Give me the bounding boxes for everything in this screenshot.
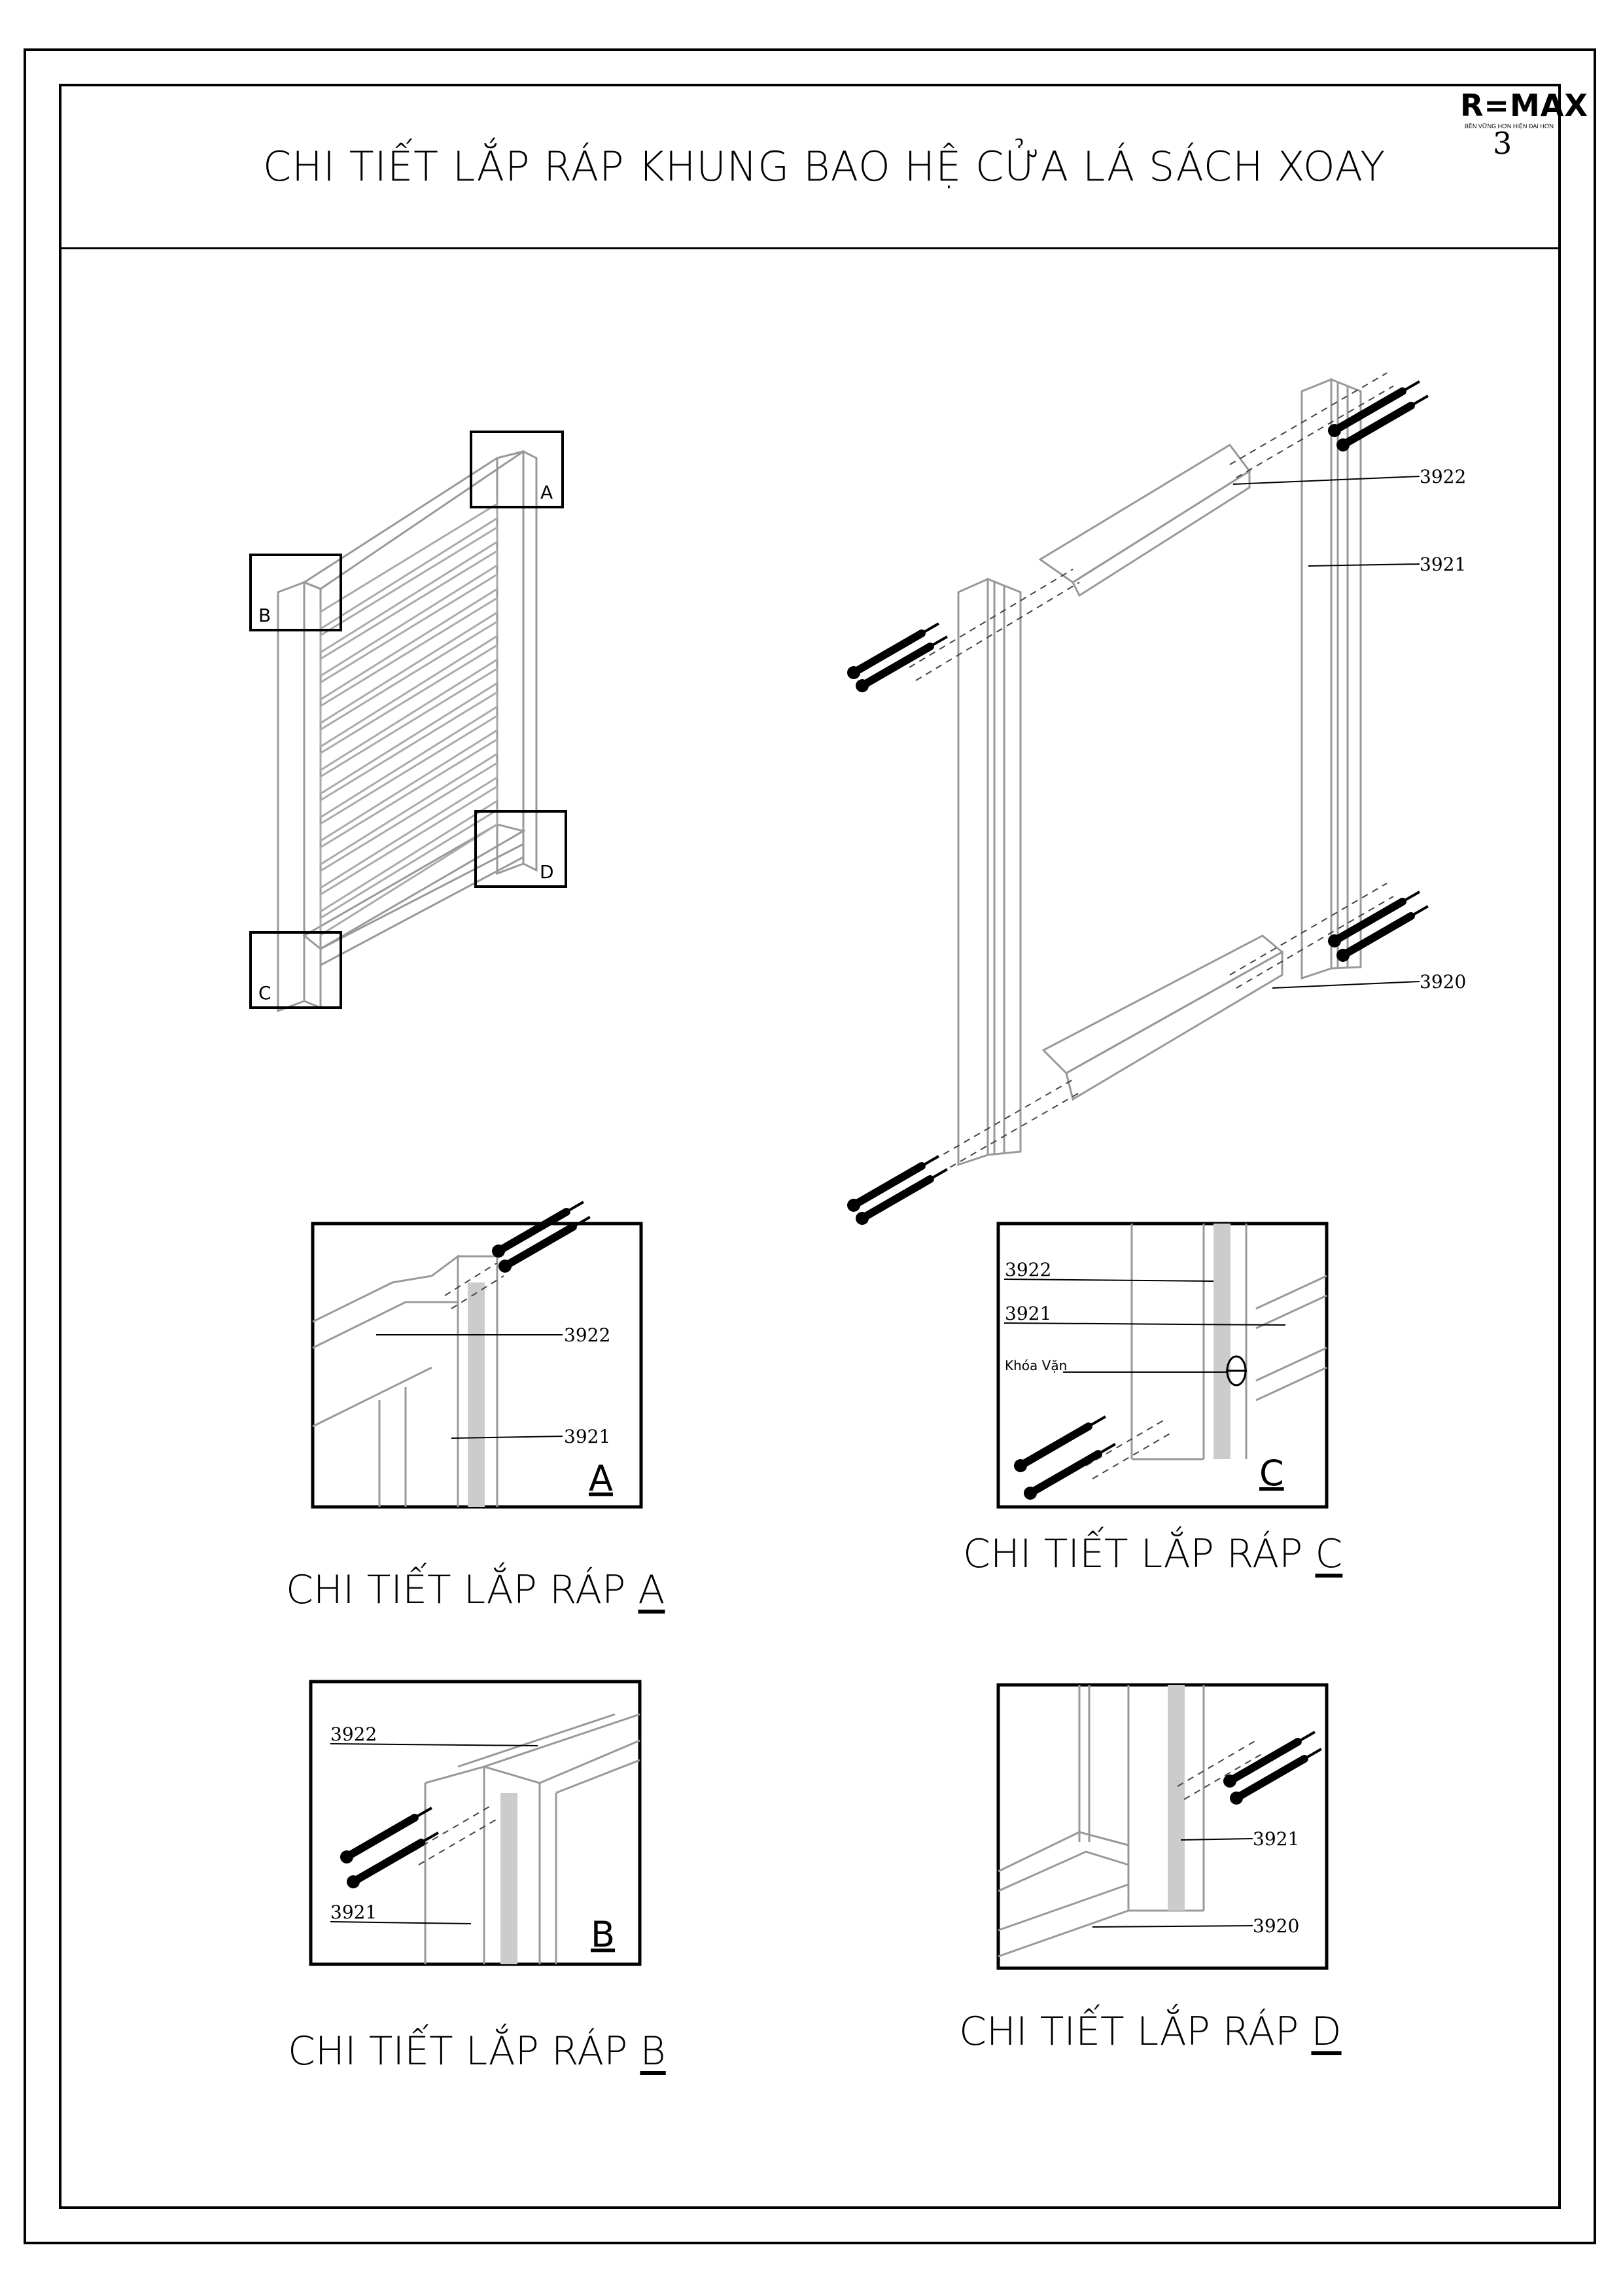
box-a: [470, 431, 564, 508]
louver-blade: [319, 573, 498, 701]
exploded-label-3922: 3922: [1420, 466, 1466, 487]
detail-a-letter: A: [589, 1458, 613, 1499]
overview-label-b: B: [258, 605, 271, 626]
page-title: CHI TIẾT LẮP RÁP KHUNG BAO HỆ CỬA LÁ SÁC…: [262, 143, 1386, 190]
caption-d-letter: D: [1311, 2009, 1342, 2055]
louver-blade: [319, 549, 498, 678]
exploded-leaders: [1232, 476, 1420, 989]
caption-d-prefix: CHI TIẾT LẮP RÁP: [959, 2009, 1312, 2055]
caption-c: CHI TIẾT LẮP RÁP C: [963, 1531, 1342, 1577]
caption-c-letter: C: [1315, 1531, 1343, 1577]
detail-c-letter: C: [1259, 1453, 1284, 1494]
caption-d: CHI TIẾT LẮP RÁP D: [959, 2009, 1342, 2055]
detail-c-label-3921: 3921: [1005, 1303, 1051, 1324]
detail-d-label-3920: 3920: [1253, 1915, 1299, 1937]
louver-blade: [319, 502, 498, 631]
detail-b-label-3922: 3922: [330, 1723, 377, 1745]
detail-c-label-lock: Khóa Vặn: [1005, 1358, 1067, 1373]
louver-blade: [319, 643, 498, 772]
caption-b: CHI TIẾT LẮP RÁP B: [288, 2028, 666, 2074]
box-b: [249, 554, 342, 631]
caption-c-prefix: CHI TIẾT LẮP RÁP: [963, 1531, 1316, 1577]
louver-blade: [319, 596, 498, 725]
louver-blade: [319, 761, 498, 890]
overview-detail-boxes: [249, 431, 567, 1009]
detail-a-label-3921: 3921: [564, 1426, 610, 1447]
logo-tagline: BỀN VỮNG HƠN HIỆN ĐẠI HƠN: [1464, 123, 1554, 130]
page-border-inner: [59, 84, 1561, 2209]
detail-b-letter: B: [591, 1914, 615, 1955]
overview-label-c: C: [258, 982, 271, 1004]
exploded-screws: [845, 376, 1431, 1227]
exploded-label-3920: 3920: [1420, 971, 1466, 993]
detail-d-label-3921: 3921: [1253, 1828, 1299, 1850]
detail-d-panel: 3921 3920: [996, 1683, 1327, 1970]
louver-blade: [319, 714, 498, 843]
louver-blade: [319, 525, 498, 654]
louver-blade: [319, 620, 498, 749]
detail-c-label-3922: 3922: [1005, 1259, 1051, 1280]
overview-louvers: [319, 502, 498, 937]
exploded-label-3921: 3921: [1420, 554, 1466, 575]
louver-blade: [319, 737, 498, 866]
header-divider: [59, 247, 1561, 249]
louver-blade: [319, 785, 498, 913]
detail-c-panel: 3922 3921 Khóa Vặn C: [996, 1222, 1329, 1509]
detail-b-label-3921: 3921: [330, 1901, 377, 1923]
exploded-dashed-guides: [902, 372, 1394, 1192]
louver-blade: [319, 667, 498, 796]
detail-a-panel: 3922 3921 A: [311, 1196, 643, 1509]
overview-label-a: A: [540, 482, 553, 503]
louver-blade: [319, 808, 498, 937]
caption-b-letter: B: [640, 2028, 666, 2074]
exploded-frame: [957, 378, 1362, 1167]
page-number: 3: [1493, 126, 1512, 161]
detail-a-label-3922: 3922: [564, 1324, 610, 1346]
page-border-outer: [24, 48, 1596, 2244]
detail-b-panel: 3922 3921 B: [309, 1680, 642, 1966]
caption-b-prefix: CHI TIẾT LẮP RÁP: [288, 2028, 640, 2074]
louver-blade: [319, 690, 498, 819]
overview-label-d: D: [540, 861, 554, 883]
caption-a: CHI TIẾT LẮP RÁP A: [286, 1567, 665, 1613]
caption-a-prefix: CHI TIẾT LẮP RÁP: [286, 1567, 638, 1613]
box-d: [474, 810, 567, 888]
box-c: [249, 931, 342, 1009]
caption-a-letter: A: [638, 1567, 665, 1613]
